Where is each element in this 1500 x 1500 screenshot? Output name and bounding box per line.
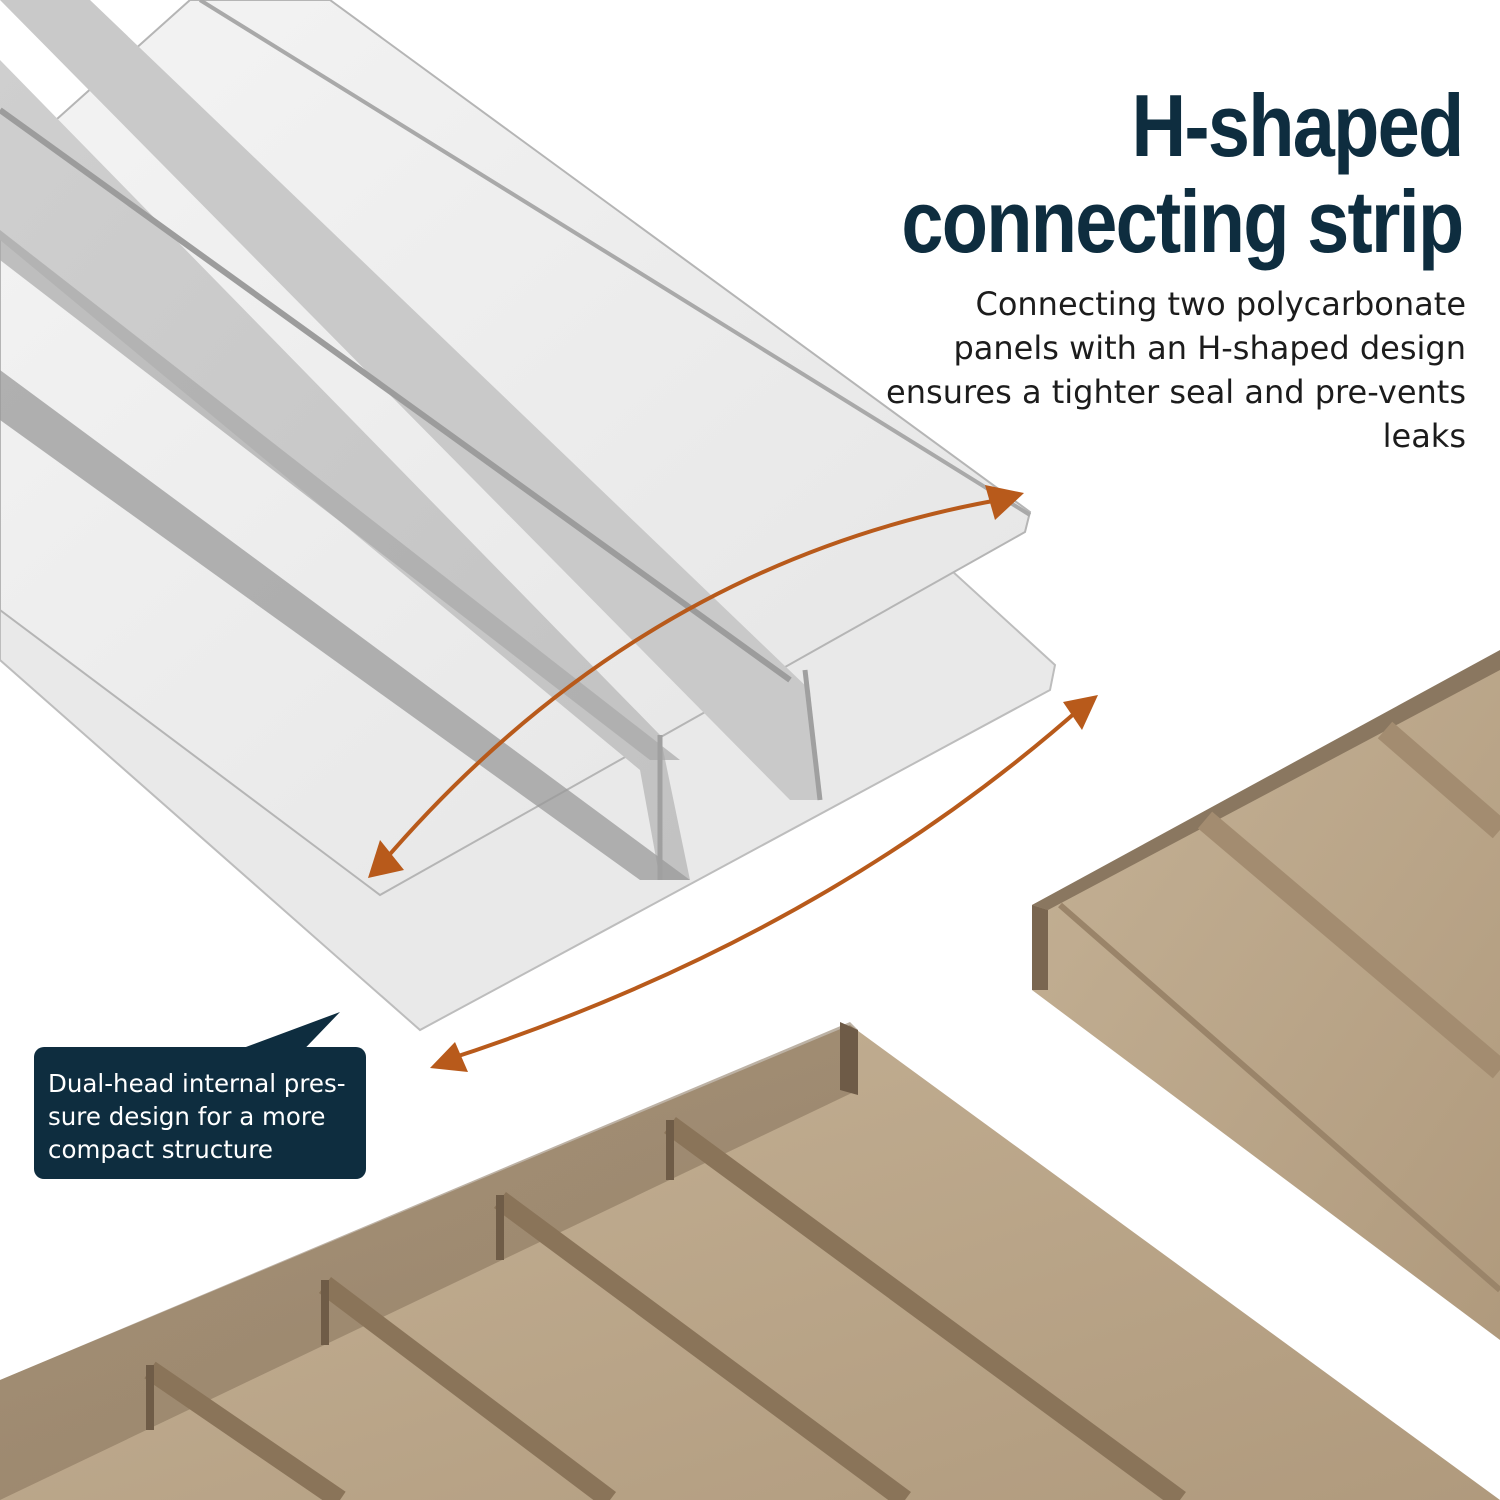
arrowhead-icon bbox=[368, 485, 1098, 1072]
headline-line-1: H-shaped bbox=[1130, 76, 1464, 175]
headline-line-2: connecting strip bbox=[900, 172, 1464, 271]
callout-text: Dual-head internal pres-sure design for … bbox=[48, 1069, 346, 1164]
h-connecting-strip bbox=[0, 0, 1057, 1032]
strip-wall-shadow bbox=[0, 370, 690, 880]
strip-channel-right bbox=[0, 0, 820, 800]
panel-rib bbox=[1377, 721, 1500, 839]
panel-rib bbox=[1197, 811, 1500, 1079]
description-text: Connecting two polycarbonate panels with… bbox=[886, 285, 1466, 455]
bronze-panel-right bbox=[1032, 650, 1500, 1340]
headline: H-shaped connecting strip bbox=[900, 76, 1464, 271]
panel-ribs bbox=[144, 1116, 1186, 1500]
callout-box: Dual-head internal pres-sure design for … bbox=[34, 1047, 366, 1179]
strip-web-right bbox=[802, 669, 823, 801]
width-arrow-icon bbox=[376, 496, 1087, 1064]
strip-channel-left bbox=[0, 60, 690, 880]
panel-rib-ends bbox=[146, 1120, 674, 1430]
strip-edge-line bbox=[0, 107, 792, 683]
bronze-panel-bottom bbox=[0, 1022, 1500, 1500]
strip-top-edge bbox=[198, 0, 1032, 517]
panel-rib-edge bbox=[1058, 902, 1500, 1293]
strip-wall-shadow-2 bbox=[0, 230, 680, 760]
